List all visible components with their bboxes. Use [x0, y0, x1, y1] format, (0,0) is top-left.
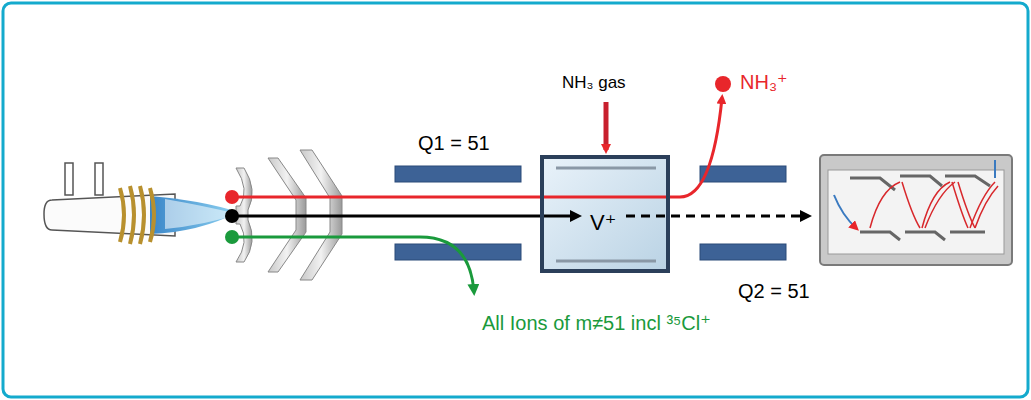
rejected-ions-label: All Ions of m≠51 incl ³⁵Cl⁺ [482, 312, 711, 335]
analyte-ion-path [232, 215, 578, 218]
ion-label: V⁺ [590, 211, 616, 235]
quadrupole-rod [700, 244, 786, 260]
interference-ion-path [232, 98, 722, 197]
ion-dot [225, 230, 239, 244]
outer-frame [3, 3, 1028, 397]
cell-rod [556, 260, 656, 263]
quadrupole-label: Q1 = 51 [418, 132, 490, 155]
gas-label: NH₃ gas [562, 73, 626, 93]
ion-dot [225, 190, 239, 204]
gas-inlet-arrow [604, 102, 609, 150]
ion-label: NH₃⁺ [740, 71, 788, 94]
cell-fill [540, 155, 670, 273]
quadrupole-rod [395, 166, 521, 182]
rejected-ion-path [232, 237, 474, 292]
quadrupole-rod [700, 166, 786, 182]
cell-rod [556, 167, 656, 170]
ion-dot [225, 209, 239, 223]
torch [44, 163, 238, 244]
detector [820, 155, 1012, 265]
quadrupole-label: Q2 = 51 [738, 280, 810, 303]
collision-cell: V⁺ [540, 155, 670, 273]
analyte-ion-path [626, 215, 808, 218]
ion-dot [715, 76, 731, 92]
